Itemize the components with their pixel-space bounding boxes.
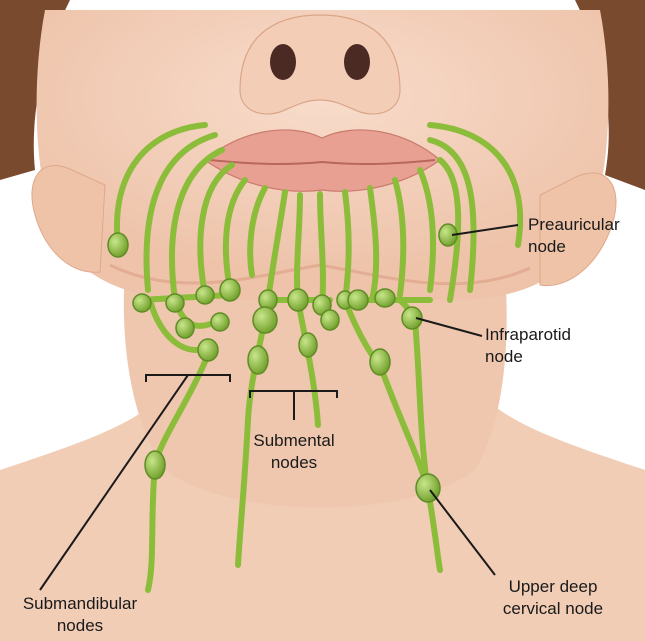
- label-submental-line2: nodes: [244, 452, 344, 474]
- label-submandibular-line1: Submandibular: [0, 593, 160, 615]
- label-infraparotid-node: Infraparotid node: [485, 324, 571, 368]
- label-infraparotid-line1: Infraparotid: [485, 324, 571, 346]
- nostril-left: [270, 44, 296, 80]
- label-upper-deep-cervical-line2: cervical node: [478, 598, 628, 620]
- label-preauricular-line2: node: [528, 236, 620, 258]
- label-preauricular-node: Preauricular node: [528, 214, 620, 258]
- label-upper-deep-cervical-line1: Upper deep: [478, 576, 628, 598]
- label-submandibular-line2: nodes: [0, 615, 160, 637]
- label-infraparotid-line2: node: [485, 346, 571, 368]
- node-preauricular-left: [108, 233, 128, 257]
- node-submandibular: [198, 339, 218, 361]
- label-preauricular-line1: Preauricular: [528, 214, 620, 236]
- ear-left: [32, 166, 105, 273]
- label-upper-deep-cervical-node: Upper deep cervical node: [478, 576, 628, 620]
- label-submental-nodes: Submental nodes: [244, 430, 344, 474]
- nostril-right: [344, 44, 370, 80]
- label-submandibular-nodes: Submandibular nodes: [0, 593, 160, 637]
- label-submental-line1: Submental: [244, 430, 344, 452]
